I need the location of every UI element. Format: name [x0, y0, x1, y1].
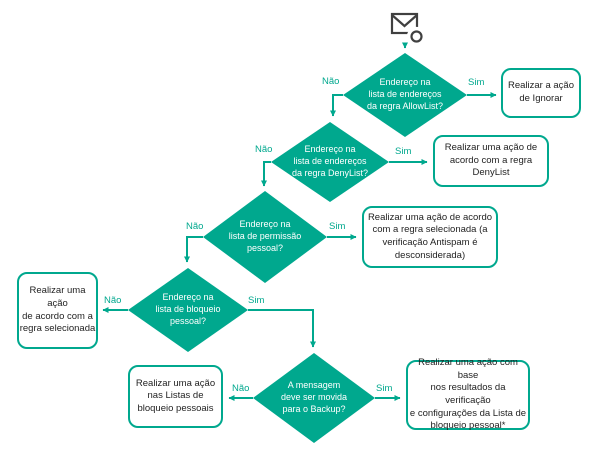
- decision-diamond-allowlist: [343, 53, 467, 137]
- branch-label-no-backup: Não: [232, 383, 250, 394]
- action-text-denylist-rule: Realizar uma ação de acordo com a regra …: [444, 142, 538, 179]
- action-box-ignore: Realizar a ação de Ignorar: [501, 68, 581, 118]
- action-text-selected-rule-antispam: Realizar uma ação de acordo com a regra …: [367, 211, 493, 261]
- branch-label-no-personal-allow: Não: [186, 221, 204, 232]
- decision-diamond-personal-block: [128, 268, 248, 352]
- branch-label-no-allowlist: Não: [322, 76, 340, 87]
- branch-label-no-denylist: Não: [255, 144, 273, 155]
- action-box-selected-rule: Realizar uma ação de acordo com a regra …: [17, 272, 98, 349]
- branch-label-no-personal-block: Não: [104, 295, 122, 306]
- decision-diamond-backup: [253, 353, 375, 443]
- action-box-personal-block-lists: Realizar uma ação nas Listas de bloqueio…: [128, 365, 223, 428]
- branch-label-yes-personal-block: Sim: [248, 295, 265, 306]
- branch-label-yes-denylist: Sim: [395, 146, 412, 157]
- action-text-selected-rule: Realizar uma ação de acordo com a regra …: [19, 285, 96, 335]
- connector-denylist-no: [261, 161, 271, 187]
- action-text-backup-result: Realizar uma ação com base nos resultado…: [409, 357, 527, 432]
- branch-label-yes-allowlist: Sim: [468, 77, 485, 88]
- connector-allowlist-no: [330, 94, 343, 117]
- mail-status-icon: [390, 12, 427, 47]
- connector-personal-block-yes: [248, 309, 316, 348]
- branch-label-yes-backup: Sim: [376, 383, 393, 394]
- action-text-personal-block-lists: Realizar uma ação nas Listas de bloqueio…: [135, 377, 216, 414]
- decision-diamond-personal-allow: [203, 191, 327, 283]
- action-text-ignore: Realizar a ação de Ignorar: [507, 80, 574, 104]
- decision-diamond-denylist: [271, 122, 389, 202]
- action-box-backup-result: Realizar uma ação com base nos resultado…: [406, 357, 530, 432]
- branch-label-yes-personal-allow: Sim: [329, 221, 346, 232]
- action-box-denylist-rule: Realizar uma ação de acordo com a regra …: [433, 135, 549, 187]
- action-box-selected-rule-antispam: Realizar uma ação de acordo com a regra …: [362, 206, 498, 268]
- connector-personal-allow-no: [184, 236, 203, 263]
- connectors-group: [102, 42, 497, 401]
